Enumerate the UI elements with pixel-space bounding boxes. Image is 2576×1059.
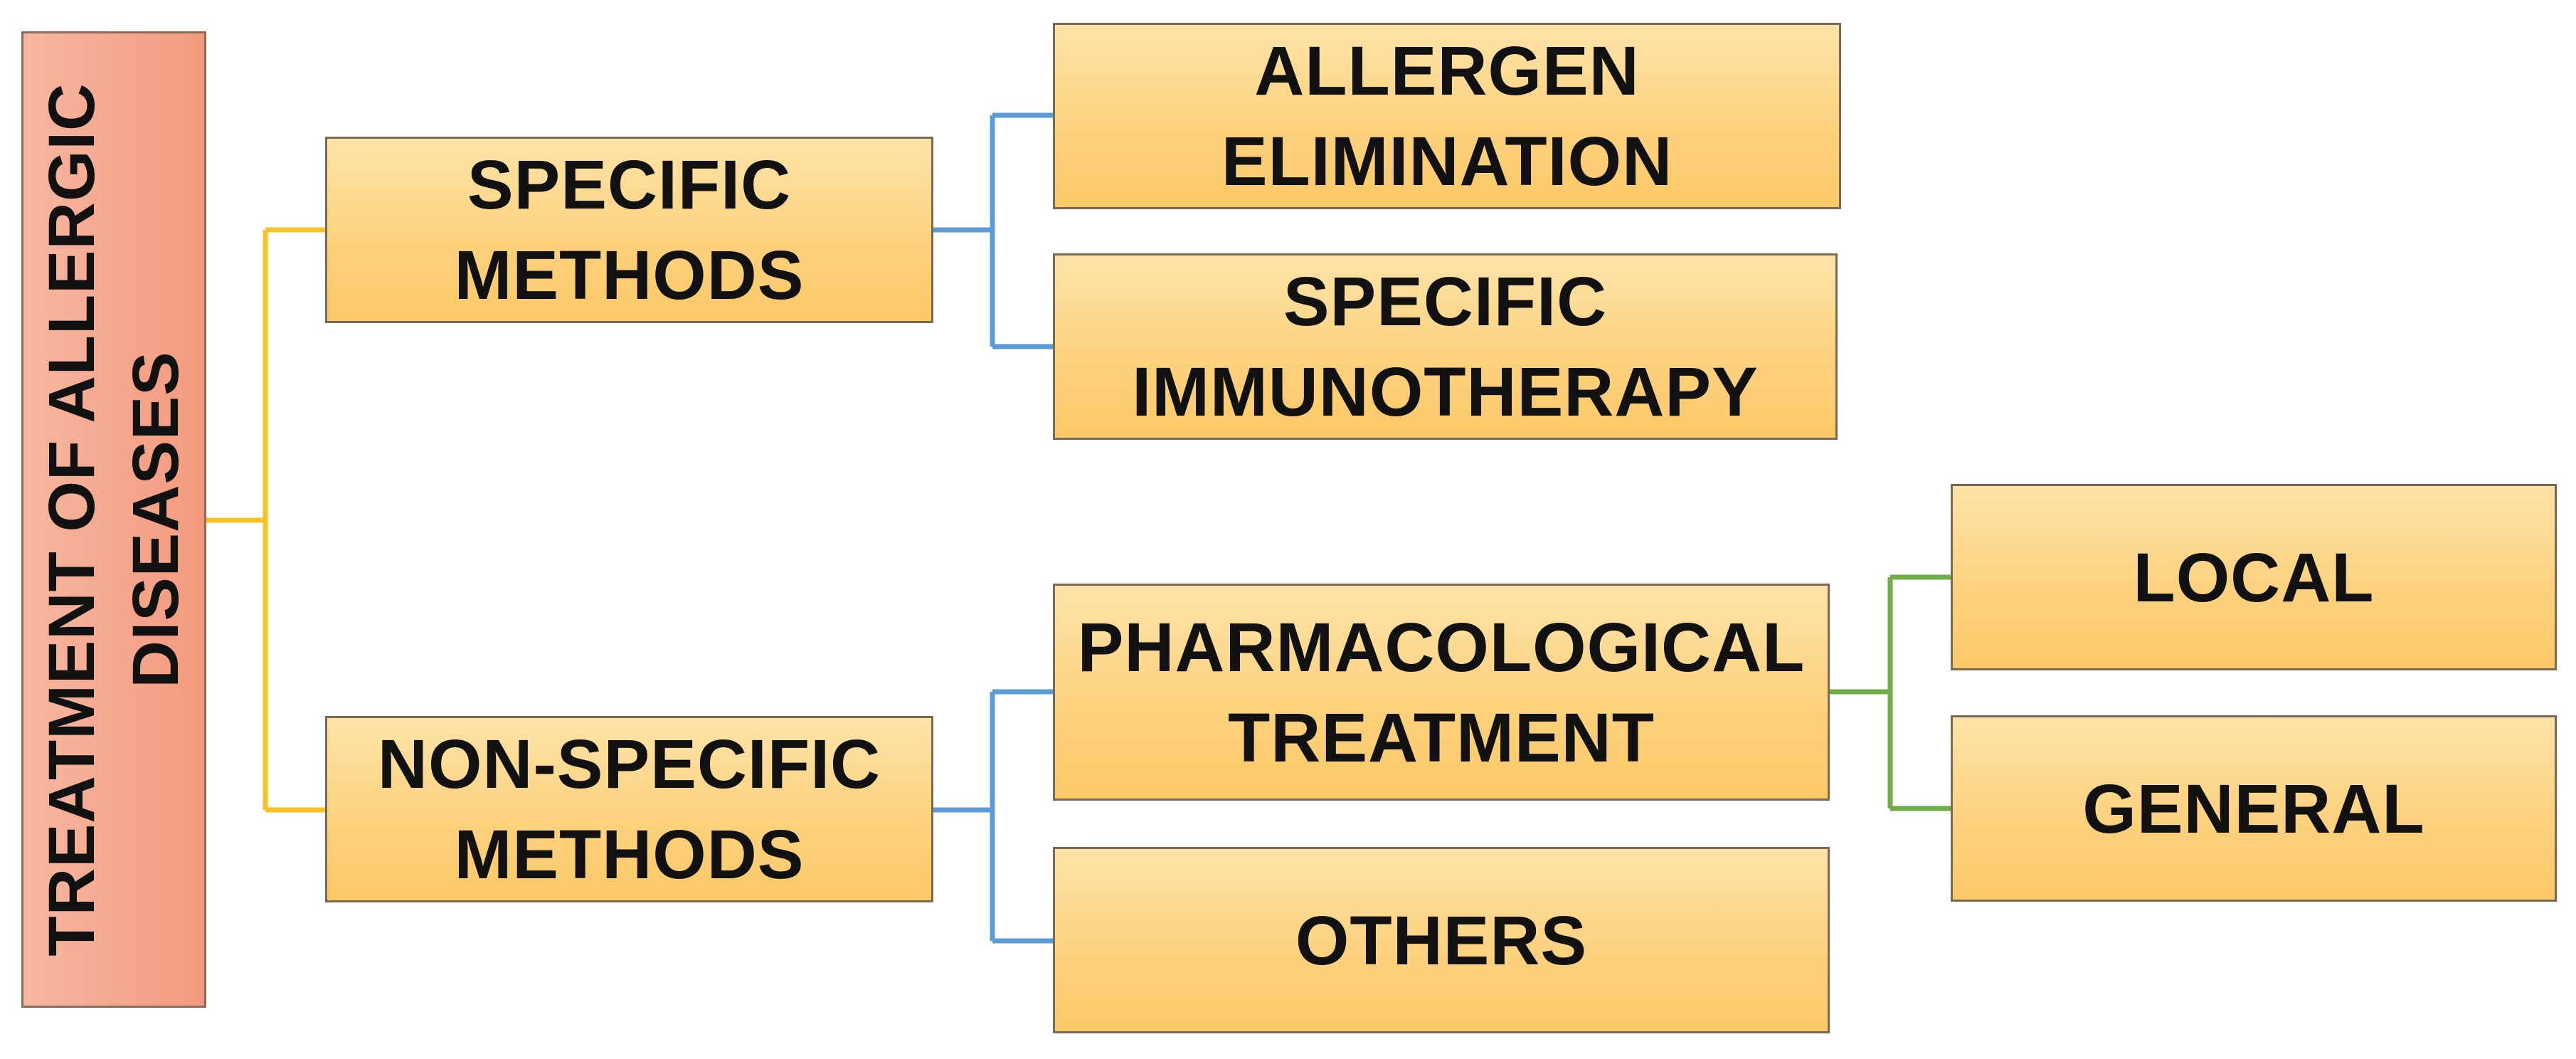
node-local-label: LOCAL [2133, 538, 2375, 616]
node-others: OTHERS [1053, 847, 1830, 1033]
node-specific-immunotherapy-label: SPECIFIC IMMUNOTHERAPY [1132, 263, 1759, 431]
node-pharmacological-treatment-label: PHARMACOLOGICAL TREATMENT [1077, 608, 1806, 776]
node-specific-methods: SPECIFIC METHODS [325, 137, 933, 323]
root-node-treatment-of-allergic-diseases: TREATMENT OF ALLERGIC DISEASES [21, 31, 206, 1008]
node-non-specific-methods-label: NON-SPECIFIC METHODS [377, 725, 881, 893]
node-local: LOCAL [1951, 484, 2557, 670]
node-general: GENERAL [1951, 715, 2557, 902]
node-allergen-elimination-label: ALLERGEN ELIMINATION [1221, 32, 1673, 200]
node-specific-methods-label: SPECIFIC METHODS [454, 146, 805, 314]
root-node-label: TREATMENT OF ALLERGIC DISEASES [36, 83, 192, 957]
node-general-label: GENERAL [2082, 769, 2425, 848]
node-others-label: OTHERS [1295, 901, 1588, 979]
pharmacological-connector [1830, 574, 1951, 811]
node-specific-immunotherapy: SPECIFIC IMMUNOTHERAPY [1053, 253, 1838, 440]
node-non-specific-methods: NON-SPECIFIC METHODS [325, 716, 933, 902]
specific-methods-connector [933, 112, 1053, 349]
node-pharmacological-treatment: PHARMACOLOGICAL TREATMENT [1053, 584, 1830, 801]
non-specific-methods-connector [933, 689, 1053, 944]
root-connector [206, 227, 325, 813]
node-allergen-elimination: ALLERGEN ELIMINATION [1053, 23, 1841, 209]
